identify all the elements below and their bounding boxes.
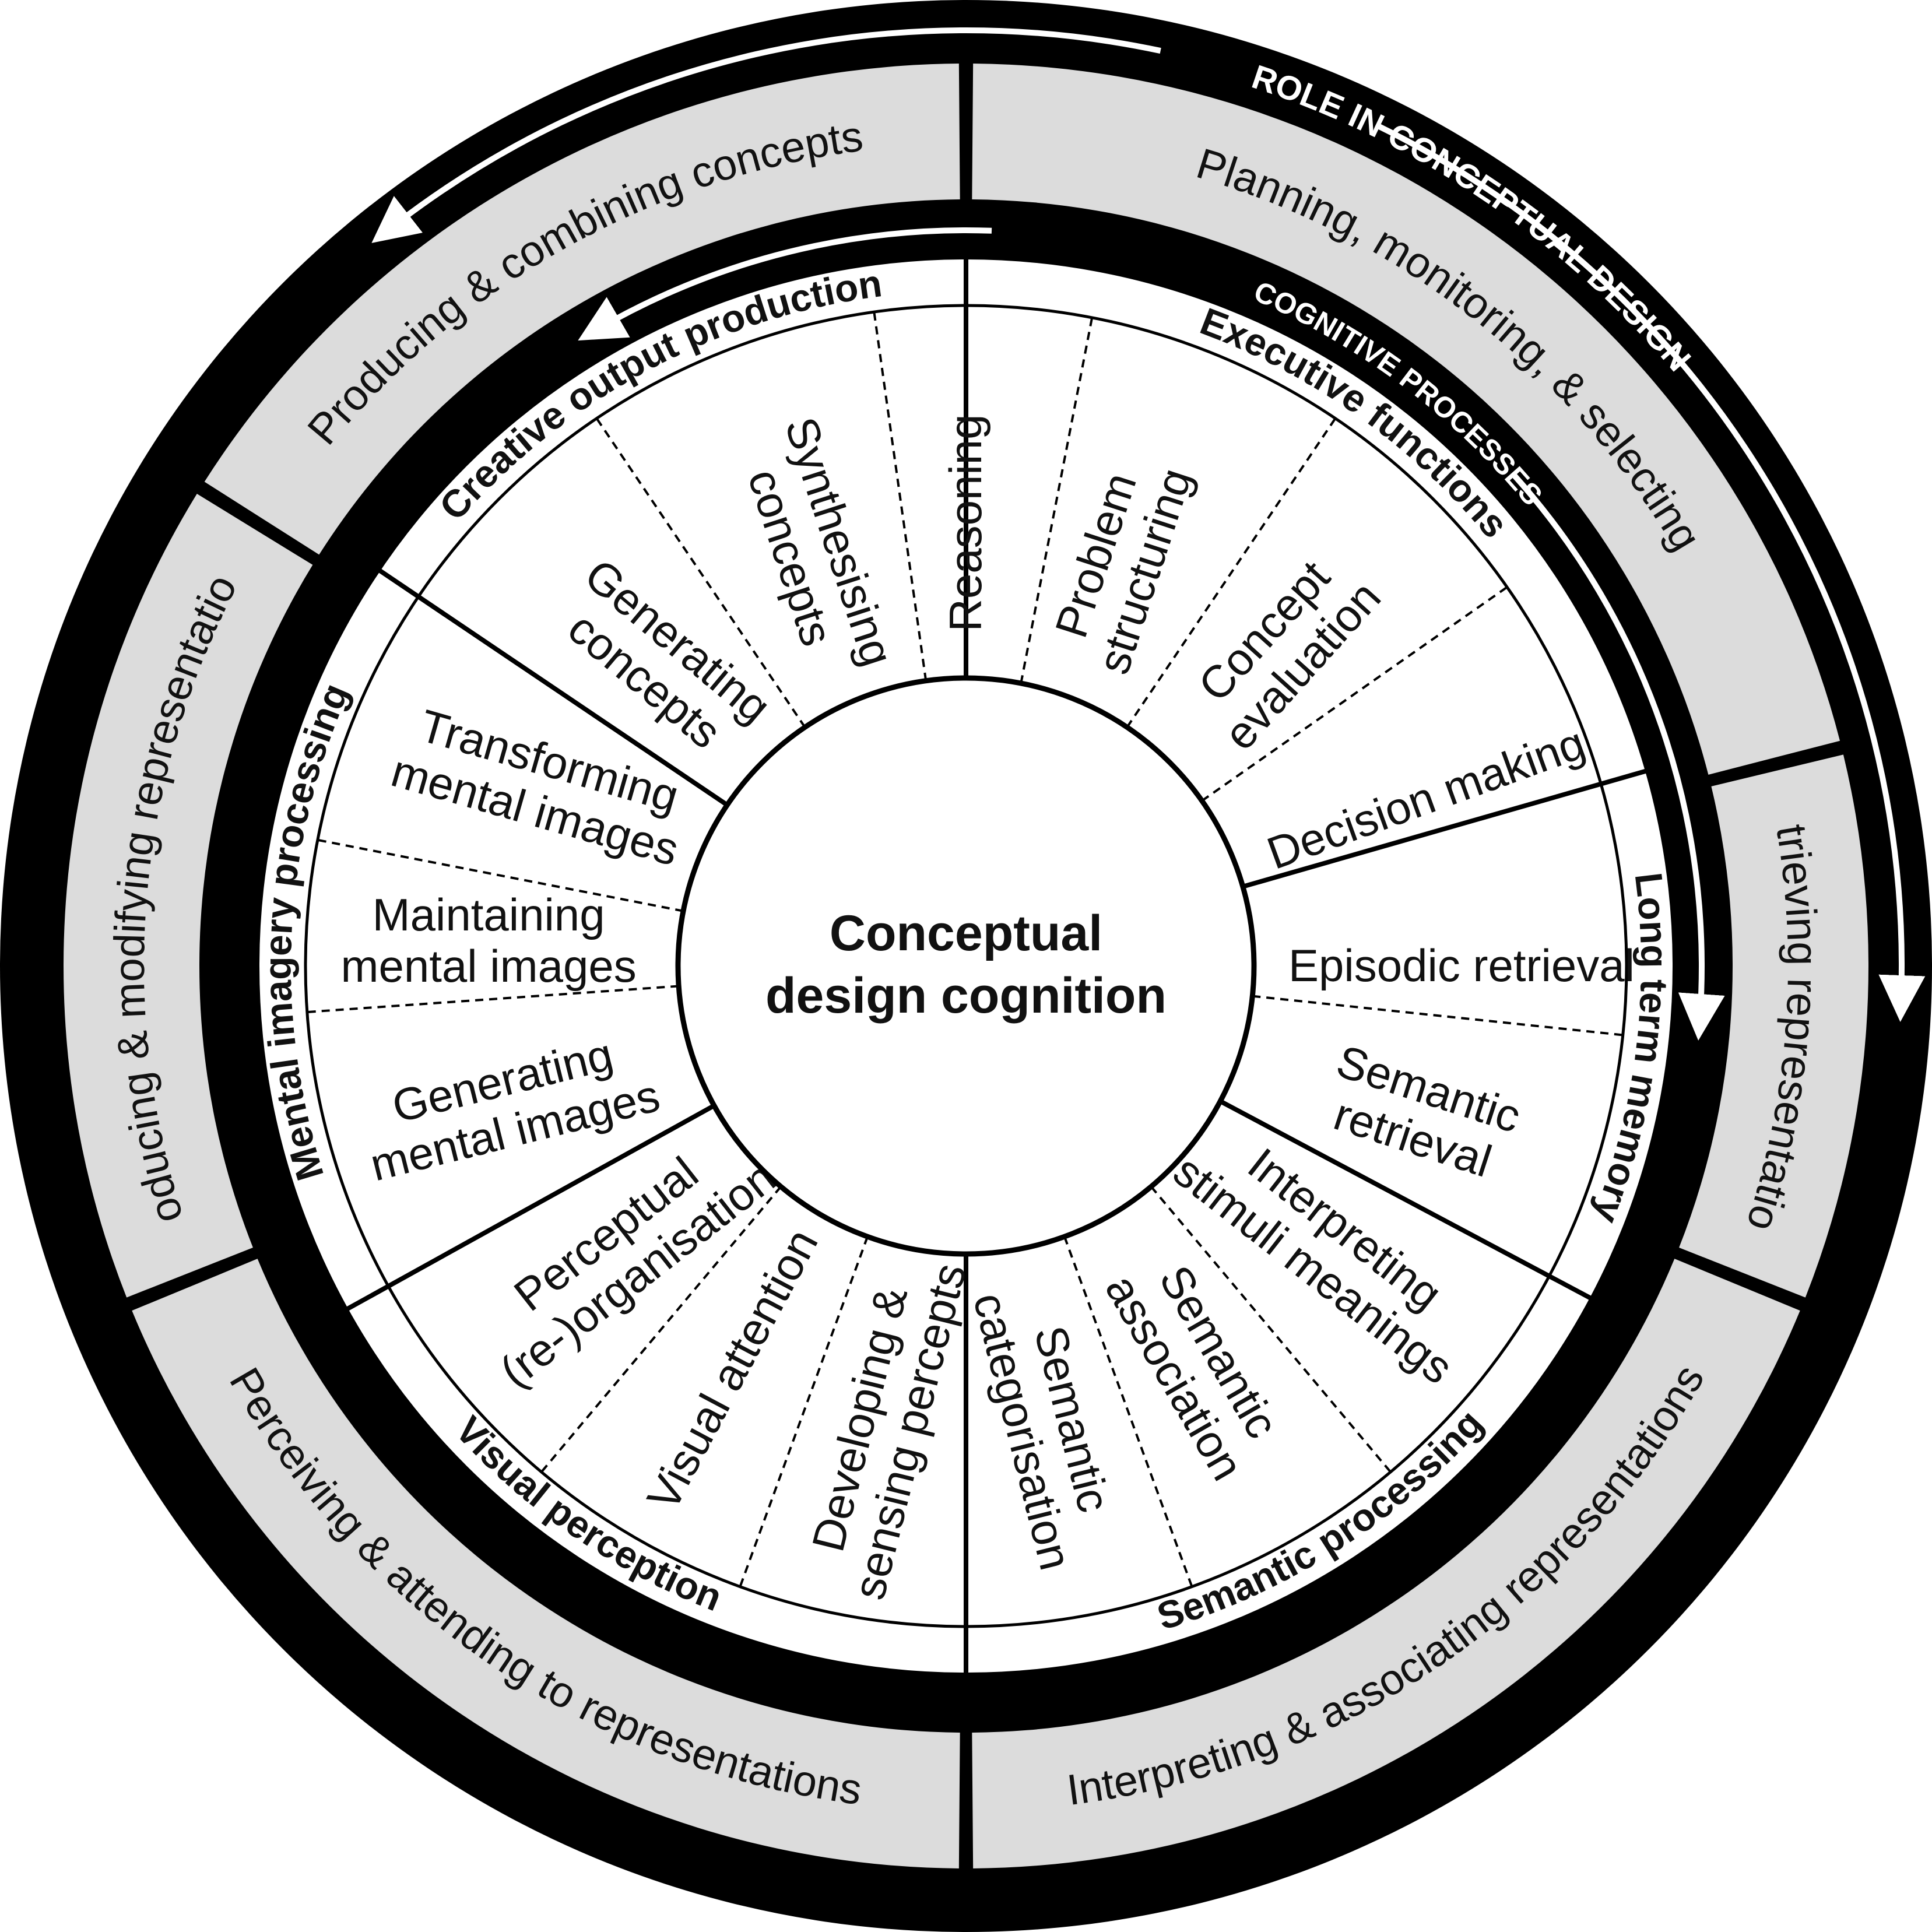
process-boundary — [1252, 995, 1624, 1037]
process-boundary — [1020, 317, 1094, 684]
group-boundary-ltm — [1242, 768, 1648, 889]
role-sector-retrieving — [1679, 754, 1868, 1298]
process-label-line: Reasoning — [940, 414, 991, 632]
role-boundary — [1621, 1228, 1859, 1329]
role-sector-combining — [204, 64, 960, 555]
role-boundary — [149, 454, 367, 593]
process-boundary — [540, 1186, 782, 1473]
process-boundary — [595, 417, 806, 728]
role-boundary — [1652, 730, 1900, 798]
role-sector-interpreting — [972, 1259, 1800, 1868]
role-boundary — [73, 1228, 311, 1329]
group-boundary-semantic — [1219, 1099, 1593, 1301]
process-boundary — [317, 838, 684, 912]
divider-lines — [73, 5, 1900, 1927]
outer-arrow-cw — [1375, 122, 1926, 1022]
center-circle — [675, 675, 1257, 1257]
role-sector-modifying — [64, 494, 313, 1298]
role-sector-perceiving — [132, 1259, 960, 1868]
group-boundary-imagery — [345, 1103, 715, 1312]
center-title-line1: Conceptual — [830, 905, 1102, 961]
process-boundary — [1201, 586, 1508, 802]
process-boundary — [307, 985, 679, 1014]
process-label-line: mental images — [341, 940, 637, 992]
inner-arrow-ccw — [578, 227, 992, 341]
role-sector-planning — [972, 64, 1840, 775]
process-boundary — [873, 311, 928, 682]
group-boundary-creative — [377, 568, 729, 807]
process-label: Reasoning — [940, 414, 991, 632]
process-label-line: Episodic retrieval — [1288, 940, 1635, 991]
inner-arrow-cw — [1511, 472, 1725, 1041]
center-title-line2: design cognition — [765, 968, 1167, 1024]
process-boundary — [739, 1236, 869, 1587]
process-boundary — [1063, 1236, 1193, 1587]
outer-arrow-ccw — [371, 27, 1161, 243]
process-boundary — [1126, 417, 1337, 728]
center-hub: Conceptual design cognition — [675, 675, 1257, 1257]
process-label: Episodic retrieval — [1288, 940, 1635, 991]
process-boundary — [1150, 1186, 1392, 1473]
direction-arrows — [371, 27, 1926, 1041]
process-label-line: Maintaining — [373, 889, 605, 940]
